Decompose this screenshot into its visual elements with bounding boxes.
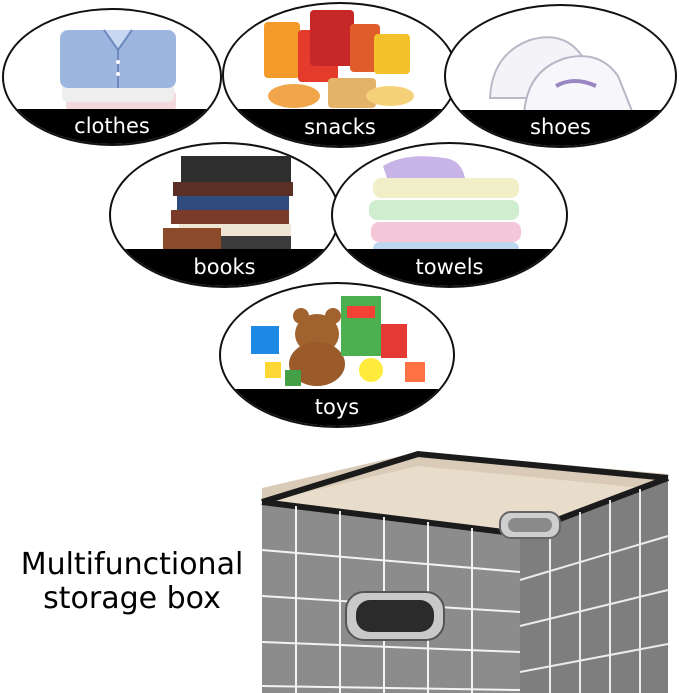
category-label: clothes (4, 109, 220, 144)
headline-line-1: Multifunctional (20, 547, 244, 582)
snacks-image (264, 10, 414, 108)
books-image (163, 156, 293, 258)
category-label: toys (221, 389, 453, 426)
category-label: shoes (446, 109, 675, 146)
category-snacks: snacks (222, 2, 458, 148)
category-towels: towels (331, 142, 568, 288)
category-books: books (109, 142, 340, 288)
clothes-image (60, 29, 176, 112)
category-label: books (111, 249, 338, 286)
headline-line-2: storage box (43, 581, 221, 616)
back-handle (499, 511, 561, 539)
category-clothes: clothes (2, 8, 222, 146)
category-label: towels (333, 249, 566, 286)
headline: Multifunctional storage box (12, 548, 252, 616)
toys-image (251, 296, 425, 386)
category-shoes: shoes (444, 4, 677, 148)
category-label: snacks (224, 109, 456, 146)
storage-box-image (261, 450, 670, 693)
category-toys: toys (219, 282, 455, 428)
front-handle (345, 591, 445, 641)
shoes-image (488, 36, 636, 118)
